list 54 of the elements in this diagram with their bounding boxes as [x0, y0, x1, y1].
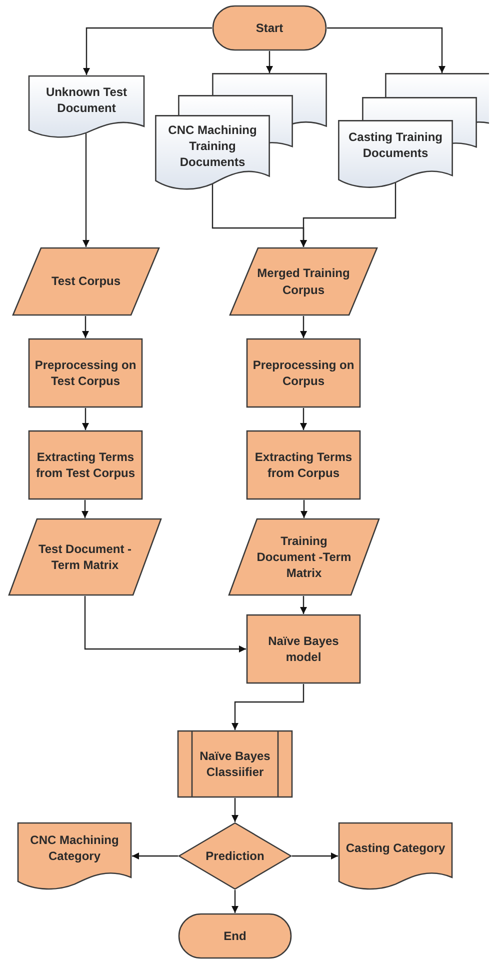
data-parallelogram [8, 518, 162, 596]
arrow [82, 500, 88, 518]
arrow [232, 684, 304, 730]
terminator-shape [212, 5, 327, 51]
arrow [82, 408, 89, 430]
node-label: Naïve Bayes Classiifier [198, 748, 272, 780]
node-label: Naïve Bayes model [267, 632, 340, 666]
node-label: Preprocessing on Corpus [252, 356, 356, 390]
node-label: CNC Machining Category [29, 832, 120, 864]
process-box [246, 614, 361, 684]
document-shape [17, 822, 132, 892]
process-box [246, 338, 361, 408]
arrow [84, 596, 246, 652]
arrow [232, 890, 238, 913]
arrow [300, 408, 307, 430]
node-label: Test Document -Term Matrix [37, 540, 133, 574]
node-label: Extracting Terms from Test Corpus [34, 448, 136, 482]
process-box [28, 338, 143, 408]
arrow [132, 852, 178, 860]
arrow [82, 134, 90, 247]
node-label: Training Document -Term Matrix [256, 532, 352, 582]
node-label: CNC Machining Training Documents [167, 122, 258, 170]
arrow [83, 27, 212, 75]
data-parallelogram [12, 247, 160, 316]
arrow [327, 27, 446, 73]
arrow [232, 798, 238, 822]
arrow [300, 500, 308, 518]
process-box [246, 430, 361, 500]
node-label: Start [256, 20, 284, 36]
arrow [266, 51, 273, 73]
arrow [300, 596, 307, 614]
node-label: End [224, 928, 246, 944]
data-parallelogram [229, 247, 378, 316]
data-parallelogram [228, 518, 380, 596]
node-label: Test Corpus [51, 273, 121, 290]
document-shape [338, 822, 453, 892]
node-label: Preprocessing on Test Corpus [34, 356, 138, 390]
node-label: Merged Training Corpus [256, 265, 351, 298]
decision-diamond [178, 822, 292, 890]
multi-document-shape [155, 73, 327, 192]
arrow [300, 183, 396, 247]
subroutine-box [177, 730, 293, 798]
node-label: Casting Category [346, 840, 446, 856]
terminator-shape [178, 913, 292, 959]
multi-document-shape [338, 73, 489, 190]
arrow [300, 316, 307, 338]
arrow [82, 316, 89, 338]
process-box [28, 430, 143, 500]
document-shape [28, 75, 145, 140]
node-label: Casting Training Documents [347, 128, 444, 162]
node-label: Unknown Test Document [44, 84, 128, 116]
node-label: Extracting Terms from Corpus [254, 448, 354, 482]
node-label: Prediction [206, 848, 264, 864]
arrow [292, 852, 338, 860]
